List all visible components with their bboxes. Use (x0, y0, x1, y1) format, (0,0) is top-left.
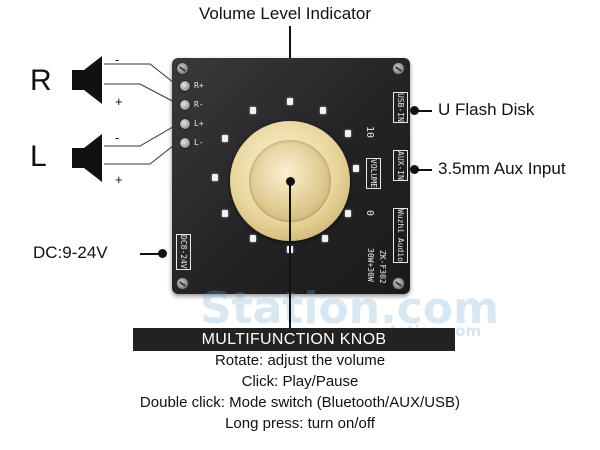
usb-in-silkscreen: USB-IN (393, 92, 408, 123)
dc-silkscreen: DC8-24V (176, 234, 191, 270)
terminal-l-minus (179, 137, 191, 149)
right-minus-sign: - (115, 52, 120, 67)
board-screw-bottom-left (176, 277, 189, 290)
aux-callout-line (414, 169, 432, 171)
volume-scale-max: 10 (364, 126, 375, 139)
dc-callout-dot (158, 249, 167, 258)
knob-center-dot (286, 177, 295, 186)
volume-led-12 (250, 107, 256, 114)
right-speaker-icon (72, 56, 102, 104)
terminal-l-plus (179, 118, 191, 130)
terminal-label-r-plus: R+ (194, 81, 204, 90)
terminal-label-l-plus: L+ (194, 119, 204, 128)
function-double-click: Double click: Mode switch (Bluetooth/AUX… (139, 394, 461, 411)
volume-led-9 (222, 210, 228, 217)
volume-led-8 (250, 235, 256, 242)
aux-input-label: 3.5mm Aux Input (438, 159, 566, 178)
board-screw-top-right (392, 62, 405, 75)
volume-indicator-label: Volume Level Indicator (199, 4, 371, 23)
volume-led-6 (322, 235, 328, 242)
terminal-r-minus (179, 99, 191, 111)
terminal-r-plus (179, 80, 191, 92)
board-screw-bottom-right (392, 277, 405, 290)
dc-power-label: DC:9-24V (33, 243, 108, 262)
volume-scale-min: 0 (364, 210, 375, 217)
volume-led-3 (345, 130, 351, 137)
volume-led-5 (345, 210, 351, 217)
volume-silkscreen: VOLUME (366, 158, 381, 189)
model-power-silkscreen: 30W+30W (366, 248, 375, 282)
multifunction-knob-banner: MULTIFUNCTION KNOB (133, 328, 455, 351)
knob-pointer-line (289, 184, 291, 329)
function-long-press: Long press: turn on/off (225, 415, 375, 432)
right-plus-sign: + (115, 94, 123, 109)
board-screw-top-left (176, 62, 189, 75)
volume-led-11 (222, 135, 228, 142)
dc-callout-line (140, 253, 162, 255)
function-click: Click: Play/Pause (241, 373, 359, 390)
terminal-label-r-minus: R- (194, 100, 204, 109)
left-minus-sign: - (115, 130, 120, 145)
right-channel-letter: R (30, 64, 52, 97)
model-silkscreen: ZK-F302 (378, 250, 387, 284)
volume-led-2 (320, 107, 326, 114)
watermark-logo: Station.com (200, 283, 499, 334)
usb-callout-line (414, 110, 432, 112)
left-channel-letter: L (30, 140, 47, 173)
aux-in-silkscreen: AUX-IN (393, 150, 408, 181)
left-plus-sign: + (115, 172, 123, 187)
volume-led-10 (212, 174, 218, 181)
terminal-label-l-minus: L- (194, 138, 204, 147)
volume-led-1 (287, 98, 293, 105)
function-rotate: Rotate: adjust the volume (214, 352, 386, 369)
volume-led-4 (353, 165, 359, 172)
brand-silkscreen: Wuzhi Audio (393, 208, 408, 263)
u-flash-disk-label: U Flash Disk (438, 100, 535, 119)
left-speaker-icon (72, 134, 102, 182)
